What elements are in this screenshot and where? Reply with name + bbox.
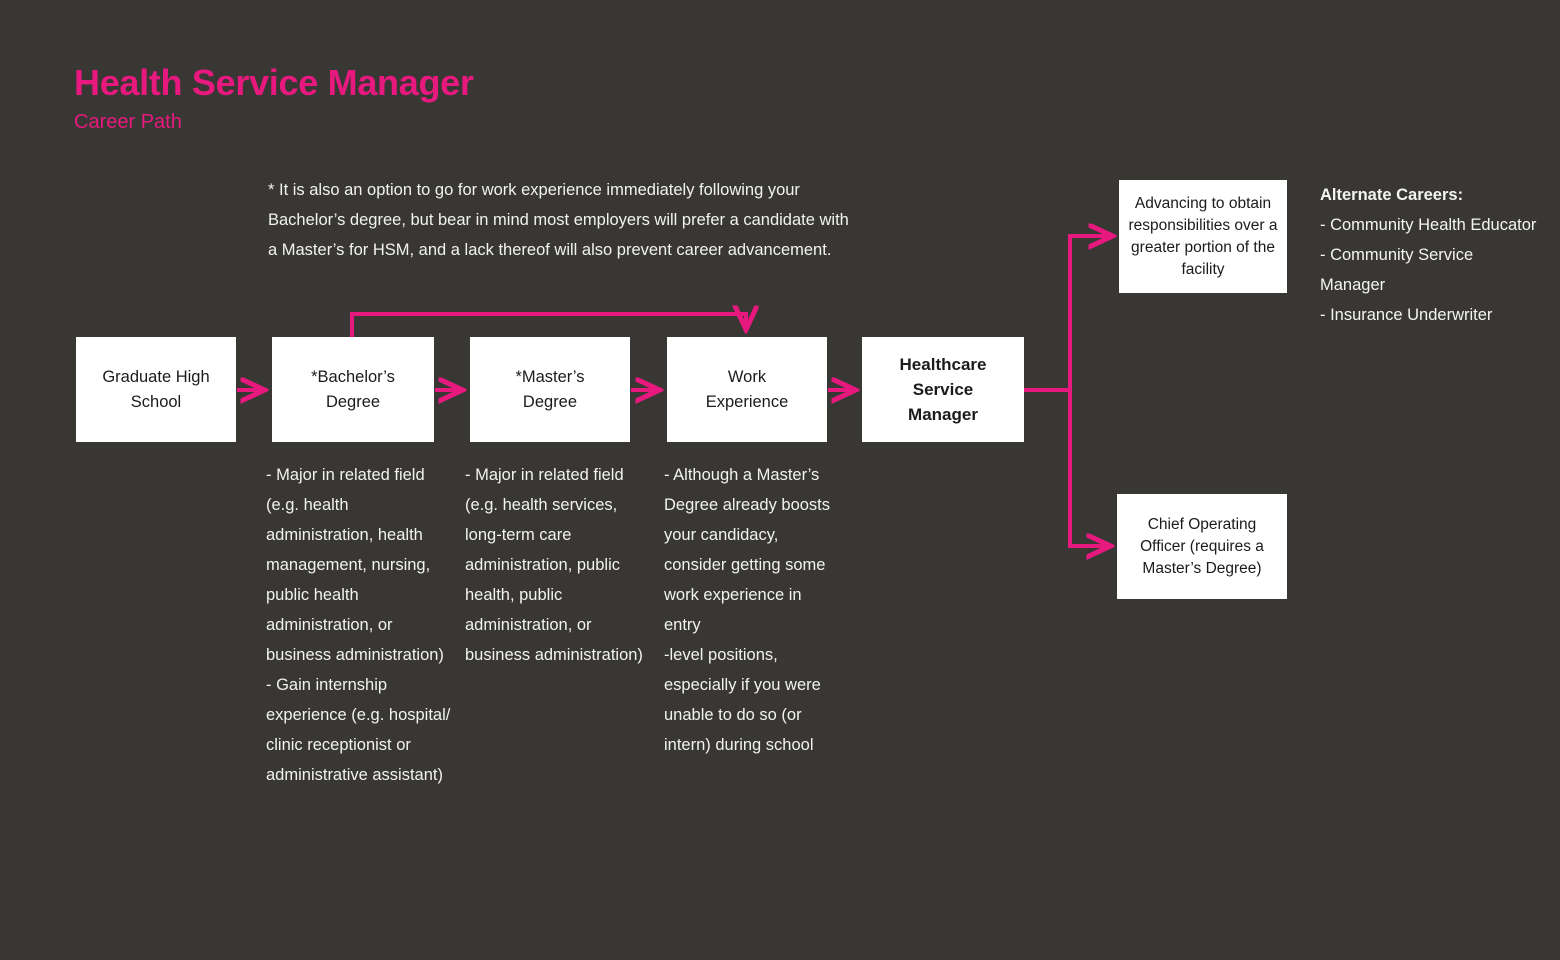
footnote-text: * It is also an option to go for work ex…: [268, 181, 849, 259]
detail-notes-masters: - Major in related field (e.g. health se…: [465, 466, 643, 664]
detail-notes-bachelors: - Major in related field (e.g. health ad…: [266, 466, 451, 784]
node-label: Graduate High School: [102, 367, 210, 411]
page-subtitle: Career Path: [74, 111, 182, 133]
arrow-hsm-to-advancing: [1024, 236, 1111, 392]
node-label: *Bachelor’s Degree: [311, 367, 395, 411]
node-graduate-high-school[interactable]: Graduate High School: [76, 337, 236, 442]
node-label: Work Experience: [705, 367, 789, 411]
page-title: Health Service Manager: [74, 62, 474, 103]
alternate-career-item: - Community Service Manager: [1320, 246, 1474, 294]
node-masters-degree[interactable]: *Master’s Degree: [470, 337, 630, 442]
node-label: Healthcare Service Manager: [899, 355, 987, 424]
node-bachelors-degree[interactable]: *Bachelor’s Degree: [272, 337, 434, 442]
node-chief-operating-officer[interactable]: Chief Operating Officer (requires a Mast…: [1117, 494, 1287, 599]
node-label: Chief Operating Officer (requires a Mast…: [1140, 515, 1264, 577]
arrow-hsm-to-coo: [1068, 390, 1109, 546]
node-label: Advancing to obtain responsibilities ove…: [1128, 194, 1278, 278]
node-work-experience[interactable]: Work Experience: [667, 337, 827, 442]
node-label: *Master’s Degree: [515, 367, 585, 411]
alternate-career-item: - Community Health Educator: [1320, 216, 1537, 234]
alternate-career-item: - Insurance Underwriter: [1320, 306, 1493, 324]
arrow-bachelor-bypass-to-work: [350, 314, 746, 337]
node-healthcare-service-manager[interactable]: Healthcare Service Manager: [862, 337, 1024, 442]
alternate-careers-heading: Alternate Careers:: [1320, 186, 1464, 204]
node-advancing-responsibilities[interactable]: Advancing to obtain responsibilities ove…: [1119, 180, 1287, 293]
title-block: Health Service Manager Career Path: [74, 62, 474, 134]
detail-notes-work-experience: - Although a Master’s Degree already boo…: [664, 466, 831, 754]
alternate-careers-block: Alternate Careers: - Community Health Ed…: [1320, 180, 1540, 330]
